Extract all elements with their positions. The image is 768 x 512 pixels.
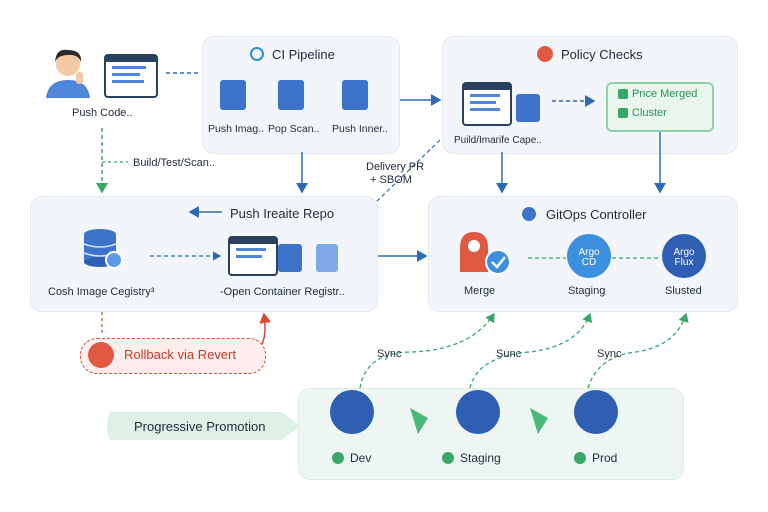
argo-cd-logo-text: Argo CD <box>578 247 600 268</box>
policy-result-1: Pnce Merged <box>632 88 698 100</box>
argo-cd-logo: Argo CD <box>567 234 611 278</box>
sync-label-3: Sync <box>597 348 622 360</box>
delivery-pr-label: Delivery PR <box>366 161 425 173</box>
staging-env-icon <box>456 390 500 434</box>
argo-flux-logo-text: Argo Flux <box>673 247 695 268</box>
policy-result-2: Cluster <box>632 107 667 119</box>
policy-window-icon <box>462 82 512 126</box>
dev-env-icon <box>330 390 374 434</box>
sync-label-1: Sync <box>377 348 402 360</box>
sync-label-2: Sunc <box>496 348 522 360</box>
database-icon <box>82 228 123 270</box>
progressive-promotion-label: Progressive Promotion <box>134 419 266 434</box>
build-test-scan-label: Build/Test/Scan.. <box>133 157 215 169</box>
promotion-env-staging: Staging <box>460 451 501 465</box>
registry-right-label: -Open Container Registr.. <box>220 286 345 298</box>
policy-checks-title: Policy Checks <box>561 47 643 62</box>
gitops-slusted-label: Slusted <box>665 285 702 297</box>
ci-pipeline-title: CI Pipeline <box>272 47 335 62</box>
result-check-icon-1 <box>618 89 628 99</box>
prod-env-icon <box>574 390 618 434</box>
promotion-env-prod: Prod <box>592 451 618 465</box>
staging-check-icon <box>442 452 454 464</box>
gitops-gear-icon <box>522 207 536 221</box>
policy-clock-icon <box>537 46 553 62</box>
developer-avatar <box>40 42 96 98</box>
checklist-window-icon <box>104 54 158 98</box>
policy-build-label: Puild/Imarife Cape.. <box>454 135 542 146</box>
registry-doc-icon-1 <box>278 244 302 272</box>
merge-bot-icon <box>452 226 520 275</box>
push-inner-doc-icon <box>342 80 368 110</box>
argo-flux-logo: Argo Flux <box>662 234 706 278</box>
registry-doc-icon-2 <box>316 244 338 272</box>
policy-doc-check-icon <box>516 94 540 122</box>
push-code-label: Push Code.. <box>72 107 133 119</box>
gitops-title: GitOps Controller <box>546 207 647 222</box>
rollback-label: Rollback via Revert <box>124 347 236 362</box>
ci-step-3: Push Inner.. <box>332 123 389 135</box>
result-check-icon-2 <box>618 108 628 118</box>
push-image-doc-icon <box>220 80 246 110</box>
prod-check-icon <box>574 452 586 464</box>
scan-doc-icon <box>278 80 304 110</box>
delivery-sbom-label: + SBOM <box>370 174 412 186</box>
registry-left-label: Cosh Image Cegistry³ <box>48 286 155 298</box>
registry-title: Push Ireaite Repo <box>230 206 335 221</box>
promotion-env-dev: Dev <box>350 451 372 465</box>
gitops-staging-label: Staging <box>568 285 606 297</box>
ci-step-2: Pop Scan.. <box>268 123 320 135</box>
ci-check-icon <box>250 47 264 61</box>
dev-check-icon <box>332 452 344 464</box>
registry-window-icon <box>228 236 278 276</box>
gitops-merge-label: Merge <box>464 285 496 297</box>
ci-step-1: Push Imag.. <box>208 123 265 135</box>
rollback-target-icon <box>88 342 114 368</box>
